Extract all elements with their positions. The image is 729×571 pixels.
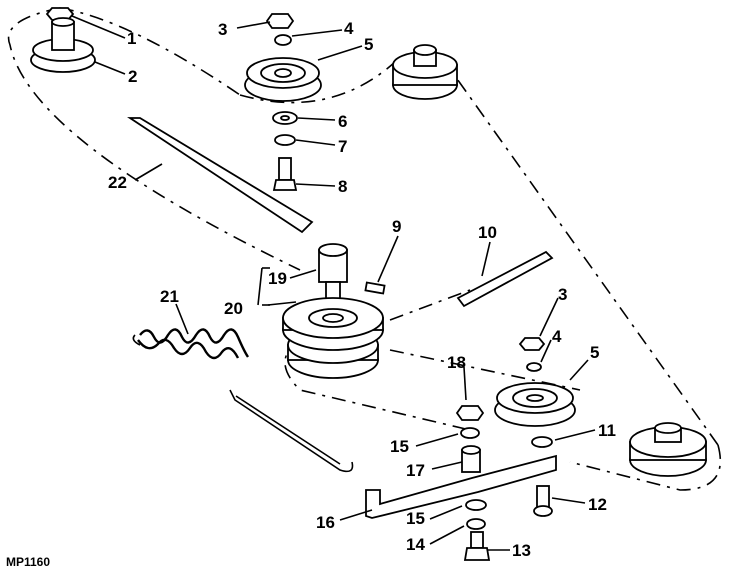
callout-9: 9 [392, 217, 401, 236]
callout-5-top: 5 [364, 35, 373, 54]
spindle-pulley-top-right [392, 44, 458, 100]
part-21-spring [132, 328, 354, 473]
callout-labels: 1 2 3 4 5 6 7 8 22 9 10 19 20 21 3 4 5 1… [108, 19, 616, 560]
part-2-pulley [30, 17, 96, 73]
part-15-washer-lower [465, 499, 487, 511]
callout-12: 12 [588, 495, 607, 514]
part-13-bolt [463, 531, 491, 561]
callout-22: 22 [108, 173, 127, 192]
callout-8: 8 [338, 177, 347, 196]
callout-16: 16 [316, 513, 335, 532]
callout-10: 10 [478, 223, 497, 242]
figure-code: MP1160 [6, 555, 50, 569]
part-10-key-stock [456, 250, 554, 308]
part-5-idler-pulley-right [494, 382, 576, 427]
callout-7: 7 [338, 137, 347, 156]
callout-6: 6 [338, 112, 347, 131]
part-20-main-pulley [282, 297, 384, 379]
part-22-shaft [127, 117, 314, 234]
callout-5-right: 5 [590, 343, 599, 362]
part-14-washer [466, 518, 486, 530]
callout-19: 19 [268, 269, 287, 288]
callout-18: 18 [447, 353, 466, 372]
callout-13: 13 [512, 541, 531, 560]
part-17-bushing [461, 445, 481, 473]
part-3-nut-top [265, 13, 295, 29]
part-8-bolt [272, 157, 298, 191]
callout-21: 21 [160, 287, 179, 306]
callout-3-right: 3 [558, 285, 567, 304]
callout-11: 11 [598, 421, 616, 440]
spindle-pulley-bottom-right [629, 422, 707, 477]
part-9-key [364, 281, 386, 295]
callout-2: 2 [128, 67, 137, 86]
part-19-hub [318, 243, 348, 305]
part-7-washer [274, 134, 296, 146]
part-5-idler-pulley-top [244, 57, 322, 102]
part-16-idler-arm [365, 454, 557, 519]
callout-15-upper: 15 [390, 437, 409, 456]
callout-4-top: 4 [344, 19, 354, 38]
callout-3-top: 3 [218, 20, 227, 39]
callout-20: 20 [224, 299, 243, 318]
part-4-spacer-right [526, 362, 542, 372]
part-12-bolt [533, 485, 553, 517]
part-18-nut [455, 405, 485, 421]
belt-routing-path [7, 7, 722, 491]
callout-15-lower: 15 [406, 509, 425, 528]
part-6-washer [272, 111, 298, 125]
part-11-washer [531, 436, 553, 448]
part-3-nut-right [518, 337, 546, 351]
part-4-spacer-top [274, 34, 292, 46]
callout-4-right: 4 [552, 327, 562, 346]
callout-17: 17 [406, 461, 425, 480]
callout-leader-lines [71, 15, 596, 551]
part-15-washer-upper [460, 427, 480, 439]
callout-14: 14 [406, 535, 425, 554]
callout-1: 1 [127, 29, 136, 48]
